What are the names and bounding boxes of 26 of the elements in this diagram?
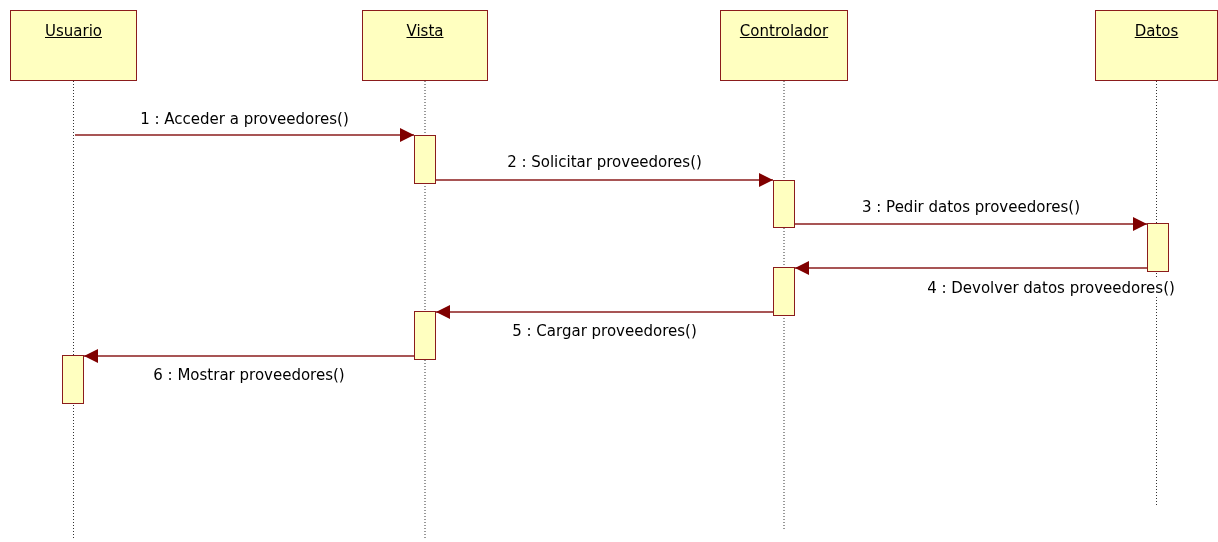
lifeline-name: Datos — [1134, 22, 1179, 40]
message-arrow — [794, 217, 1148, 231]
message-arrow — [83, 349, 415, 363]
activation-bar — [773, 267, 795, 316]
activation-bar — [62, 355, 84, 404]
lifeline-head-box — [1095, 10, 1218, 81]
lifeline-head-box — [720, 10, 848, 81]
message-label: 6 : Mostrar proveedores() — [153, 366, 345, 384]
message-arrow — [794, 261, 1148, 275]
lifeline-name: Controlador — [739, 22, 829, 40]
lifeline-name: Vista — [406, 22, 444, 40]
activation-bar — [414, 311, 436, 360]
message-label: 2 : Solicitar proveedores() — [507, 153, 702, 171]
lifeline-head-box — [362, 10, 488, 81]
message-arrow — [435, 173, 774, 187]
message-arrow — [435, 305, 774, 319]
activation-bar — [773, 180, 795, 228]
message-arrow — [74, 128, 415, 142]
message-label: 3 : Pedir datos proveedores() — [862, 198, 1080, 216]
message-label: 4 : Devolver datos proveedores() — [927, 279, 1175, 297]
activation-bar — [1147, 223, 1169, 272]
activation-bar — [414, 135, 436, 184]
lifeline-name: Usuario — [45, 22, 102, 40]
lifeline-head-box — [10, 10, 137, 81]
message-label: 1 : Acceder a proveedores() — [140, 110, 349, 128]
message-label: 5 : Cargar proveedores() — [512, 322, 697, 340]
